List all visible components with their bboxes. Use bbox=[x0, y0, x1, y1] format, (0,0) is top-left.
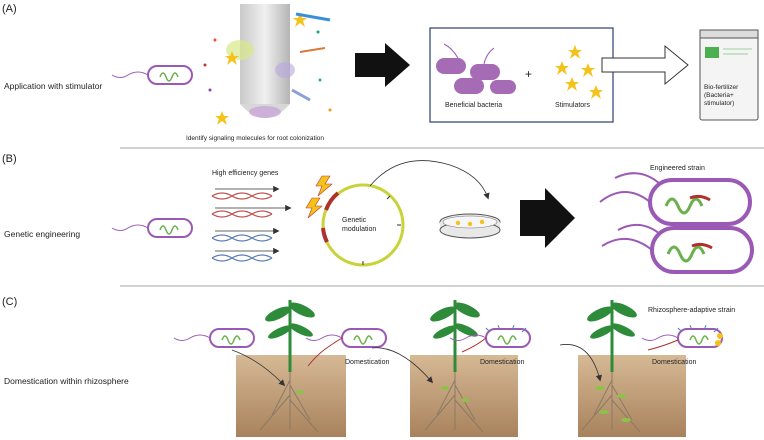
stimulators-label: Stimulators bbox=[555, 102, 591, 109]
panel-c-bacterium-1 bbox=[173, 328, 255, 348]
panel-b-title: Genetic engineering bbox=[4, 229, 80, 239]
rhizosphere-strain-label: Rhizosphere-adaptive strain bbox=[648, 307, 735, 314]
product-line2: (Bacteria+ bbox=[704, 92, 734, 99]
beneficial-bacteria-icon bbox=[436, 43, 516, 94]
product-line1: Bio-fertilizer bbox=[704, 84, 739, 91]
modulation-line1: Genetic bbox=[342, 217, 367, 224]
engineered-strain-bottom bbox=[601, 223, 754, 274]
panel-c-title: Domestication within rhizosphere bbox=[4, 376, 129, 386]
panel-a-title: Application with stimulator bbox=[4, 81, 102, 91]
rhizosphere-adaptive-strain bbox=[641, 324, 723, 351]
domestication-3: Domestication bbox=[652, 359, 696, 366]
panel-c-bacterium-3 bbox=[449, 324, 531, 353]
arrow-c3 bbox=[559, 344, 602, 382]
curve-arrow-b bbox=[369, 160, 490, 200]
petri-dish-icon bbox=[439, 213, 501, 239]
soil-block-1 bbox=[236, 300, 346, 437]
bio-fertilizer-package bbox=[699, 29, 759, 121]
engineered-strain-label: Engineered strain bbox=[650, 165, 705, 172]
panel-b-label: (B) bbox=[2, 153, 17, 165]
arrow-c2 bbox=[371, 347, 434, 384]
genes-label: High efficiency genes bbox=[212, 170, 279, 177]
domestication-1: Domestication bbox=[345, 359, 389, 366]
modulation-line2: modulation bbox=[342, 226, 376, 233]
panel-a-label: (A) bbox=[2, 3, 17, 15]
plasmid bbox=[321, 183, 405, 267]
root-caption: Identify signaling molecules for root co… bbox=[186, 135, 324, 142]
bacteria-stimulator-box bbox=[429, 27, 614, 123]
domestication-2: Domestication bbox=[480, 359, 524, 366]
product-line3: stimulator) bbox=[704, 100, 734, 107]
lightning-icon bbox=[305, 175, 333, 219]
outline-arrow bbox=[601, 44, 689, 86]
root-illustration bbox=[203, 4, 332, 125]
arrow-a bbox=[355, 43, 410, 87]
arrow-c1 bbox=[231, 349, 286, 387]
plus-sign: + bbox=[525, 67, 532, 81]
panel-c-label: (C) bbox=[2, 296, 17, 308]
arrow-b bbox=[520, 188, 575, 248]
panel-b-bacterium bbox=[111, 218, 193, 238]
panel-c-bacterium-2 bbox=[305, 328, 387, 367]
panel-a-bacterium bbox=[111, 65, 193, 85]
beneficial-bacteria-label: Beneficial bacteria bbox=[445, 102, 502, 109]
gene-library bbox=[211, 185, 292, 262]
soil-block-2 bbox=[410, 300, 518, 437]
soil-block-3 bbox=[578, 300, 686, 437]
engineered-strain-top bbox=[599, 172, 752, 226]
